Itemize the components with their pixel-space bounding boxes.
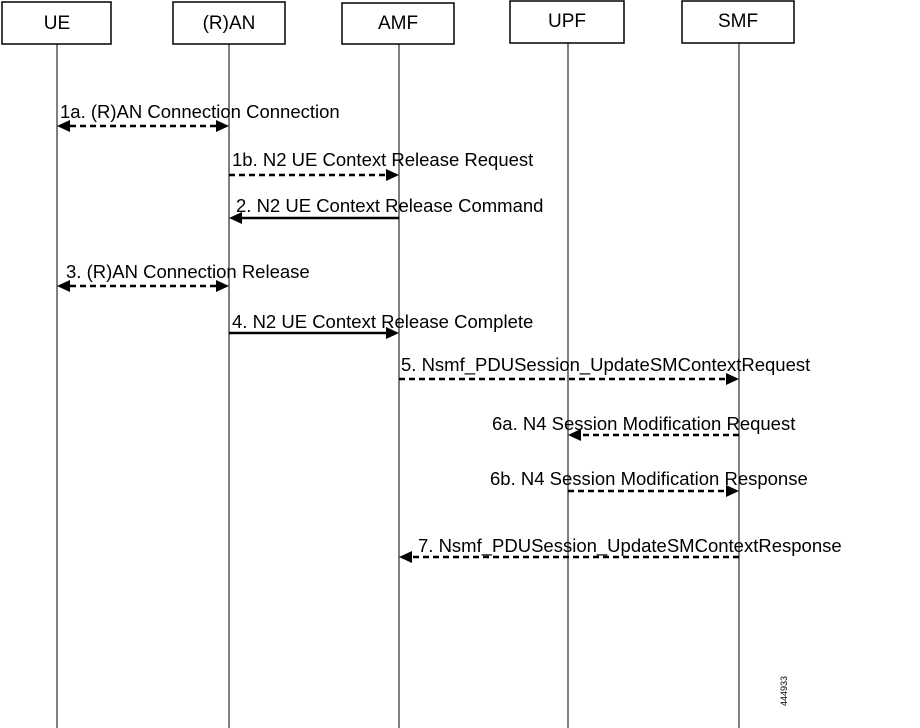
participant-smf: SMF [681, 0, 795, 44]
participant-smf-label: SMF [718, 11, 758, 32]
arrowhead-end [726, 373, 739, 385]
participant-ue-label: UE [44, 13, 70, 34]
message-6b: 6b. N4 Session Modification Response [490, 468, 808, 497]
message-label: 5. Nsmf_PDUSession_UpdateSMContextReques… [401, 354, 810, 376]
arrowhead-end [386, 327, 399, 339]
participant-ran: (R)AN [172, 1, 286, 45]
arrowhead-start [57, 280, 70, 292]
arrowhead-end [568, 429, 581, 441]
message-label: 7. Nsmf_PDUSession_UpdateSMContextRespon… [418, 535, 842, 557]
message-1b: 1b. N2 UE Context Release Request [229, 149, 533, 181]
message-label: 1b. N2 UE Context Release Request [232, 149, 533, 170]
arrowhead-end [216, 120, 229, 132]
message-5: 5. Nsmf_PDUSession_UpdateSMContextReques… [399, 354, 810, 385]
message-label: 2. N2 UE Context Release Command [236, 195, 543, 216]
participant-ue: UE [1, 1, 112, 45]
message-6a: 6a. N4 Session Modification Request [492, 413, 795, 441]
message-label: 4. N2 UE Context Release Complete [232, 311, 533, 332]
message-2: 2. N2 UE Context Release Command [229, 195, 543, 224]
participant-ran-label: (R)AN [203, 13, 256, 34]
arrowhead-end [399, 551, 412, 563]
arrowhead-end [216, 280, 229, 292]
message-label: 3. (R)AN Connection Release [66, 261, 310, 282]
participant-amf: AMF [341, 2, 455, 45]
message-4: 4. N2 UE Context Release Complete [229, 311, 533, 339]
message-label: 1a. (R)AN Connection Connection [60, 101, 340, 122]
message-3: 3. (R)AN Connection Release [57, 261, 310, 292]
participant-upf: UPF [509, 0, 625, 44]
arrowhead-start [57, 120, 70, 132]
participant-amf-label: AMF [378, 13, 418, 34]
arrowhead-end [386, 169, 399, 181]
message-label: 6a. N4 Session Modification Request [492, 413, 795, 434]
message-7: 7. Nsmf_PDUSession_UpdateSMContextRespon… [399, 535, 842, 563]
figure-id: 444933 [779, 676, 789, 706]
message-label: 6b. N4 Session Modification Response [490, 468, 808, 489]
arrowhead-end [229, 212, 242, 224]
arrowhead-end [726, 485, 739, 497]
message-1a: 1a. (R)AN Connection Connection [57, 101, 340, 132]
participant-upf-label: UPF [548, 11, 586, 32]
